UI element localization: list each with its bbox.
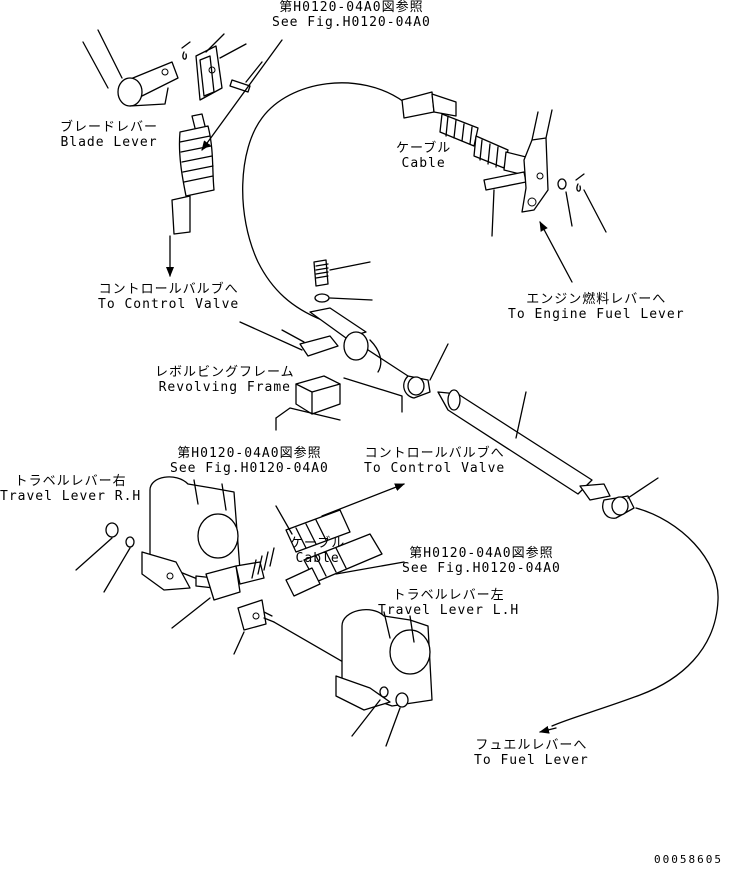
- cable-clamp-1: [403, 343, 449, 399]
- pin-part: [229, 61, 263, 93]
- clevis-part: [195, 33, 247, 101]
- lh-washer: [379, 686, 389, 698]
- drawing-number: 00058605: [654, 853, 723, 866]
- rh-cable-rod: [195, 547, 275, 601]
- lh-nut: [395, 692, 409, 708]
- cable-clamp-2: [602, 477, 659, 519]
- rh-nut: [105, 522, 119, 538]
- travel-lever-lh-part: [335, 609, 433, 711]
- revolving-frame-part: [239, 321, 403, 431]
- travel-lever-rh-part: [141, 476, 241, 591]
- blade-cable-end: [171, 113, 215, 235]
- engine-cable-end: [401, 91, 531, 191]
- rh-washer: [125, 536, 135, 548]
- engine-fuel-lever-part: [521, 109, 585, 213]
- lh-rod-end: [237, 599, 275, 631]
- blade-lever-part: [82, 29, 191, 107]
- cable-boots: [285, 509, 383, 597]
- cable-guide-tube: [437, 389, 611, 501]
- mount-bracket: [299, 259, 382, 373]
